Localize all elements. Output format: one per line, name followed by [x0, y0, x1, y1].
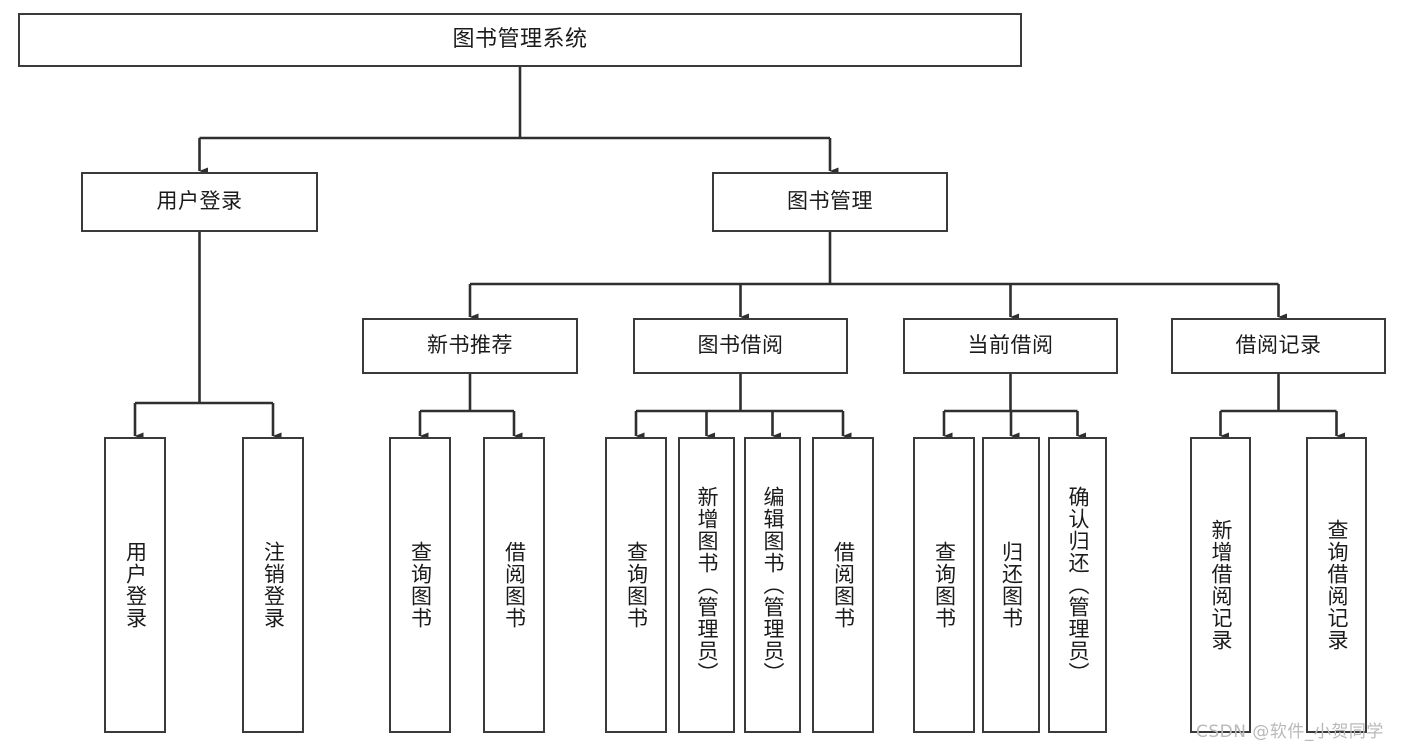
node-leaf-borrow-book-1[interactable]: 借阅图书: [483, 437, 545, 733]
node-label-leaf-borrow-book-2: 借阅图书: [831, 541, 856, 629]
node-root[interactable]: 图书管理系统: [18, 13, 1022, 67]
node-leaf-user-login[interactable]: 用户登录: [104, 437, 166, 733]
node-leaf-return-book[interactable]: 归还图书: [982, 437, 1040, 733]
node-label-leaf-confirm-return: 确认归还（管理员）: [1066, 486, 1091, 684]
node-leaf-add-book[interactable]: 新增图书（管理员）: [678, 437, 735, 733]
node-book-borrow[interactable]: 图书借阅: [633, 318, 848, 374]
node-label-leaf-logout: 注销登录: [261, 541, 286, 629]
node-new-book-rec[interactable]: 新书推荐: [362, 318, 578, 374]
node-leaf-add-record[interactable]: 新增借阅记录: [1190, 437, 1251, 733]
node-leaf-query-book-1[interactable]: 查询图书: [389, 437, 451, 733]
node-label-leaf-query-book-3: 查询图书: [932, 541, 957, 629]
node-leaf-query-book-3[interactable]: 查询图书: [913, 437, 975, 733]
node-current-borrow[interactable]: 当前借阅: [903, 318, 1118, 374]
node-label-leaf-query-book-2: 查询图书: [624, 541, 649, 629]
node-leaf-logout[interactable]: 注销登录: [242, 437, 304, 733]
node-book-manage[interactable]: 图书管理: [712, 172, 948, 232]
node-leaf-query-book-2[interactable]: 查询图书: [605, 437, 667, 733]
node-leaf-query-record[interactable]: 查询借阅记录: [1306, 437, 1367, 733]
node-label-leaf-add-record: 新增借阅记录: [1209, 519, 1234, 651]
node-leaf-edit-book[interactable]: 编辑图书（管理员）: [744, 437, 801, 733]
node-label-new-book-rec: 新书推荐: [427, 333, 513, 358]
node-label-user-login: 用户登录: [156, 189, 243, 214]
node-borrow-record[interactable]: 借阅记录: [1171, 318, 1386, 374]
node-leaf-borrow-book-2[interactable]: 借阅图书: [812, 437, 874, 733]
node-label-book-borrow: 图书借阅: [697, 333, 784, 358]
node-label-leaf-edit-book: 编辑图书（管理员）: [761, 486, 786, 684]
node-label-leaf-return-book: 归还图书: [999, 541, 1024, 629]
node-label-root: 图书管理系统: [452, 26, 588, 52]
node-label-leaf-borrow-book-1: 借阅图书: [502, 541, 527, 629]
node-label-leaf-add-book: 新增图书（管理员）: [695, 486, 720, 684]
node-label-current-borrow: 当前借阅: [967, 333, 1054, 358]
node-user-login[interactable]: 用户登录: [81, 172, 318, 232]
node-label-leaf-query-book-1: 查询图书: [408, 541, 433, 629]
watermark-label: CSDN @软件_小贺同学: [1196, 722, 1384, 742]
node-label-book-manage: 图书管理: [787, 189, 873, 214]
node-label-leaf-user-login: 用户登录: [123, 541, 148, 629]
node-leaf-confirm-return[interactable]: 确认归还（管理员）: [1048, 437, 1107, 733]
connector-layer: [133, 67, 1346, 440]
node-label-leaf-query-record: 查询借阅记录: [1325, 519, 1350, 651]
node-label-borrow-record: 借阅记录: [1235, 333, 1322, 358]
